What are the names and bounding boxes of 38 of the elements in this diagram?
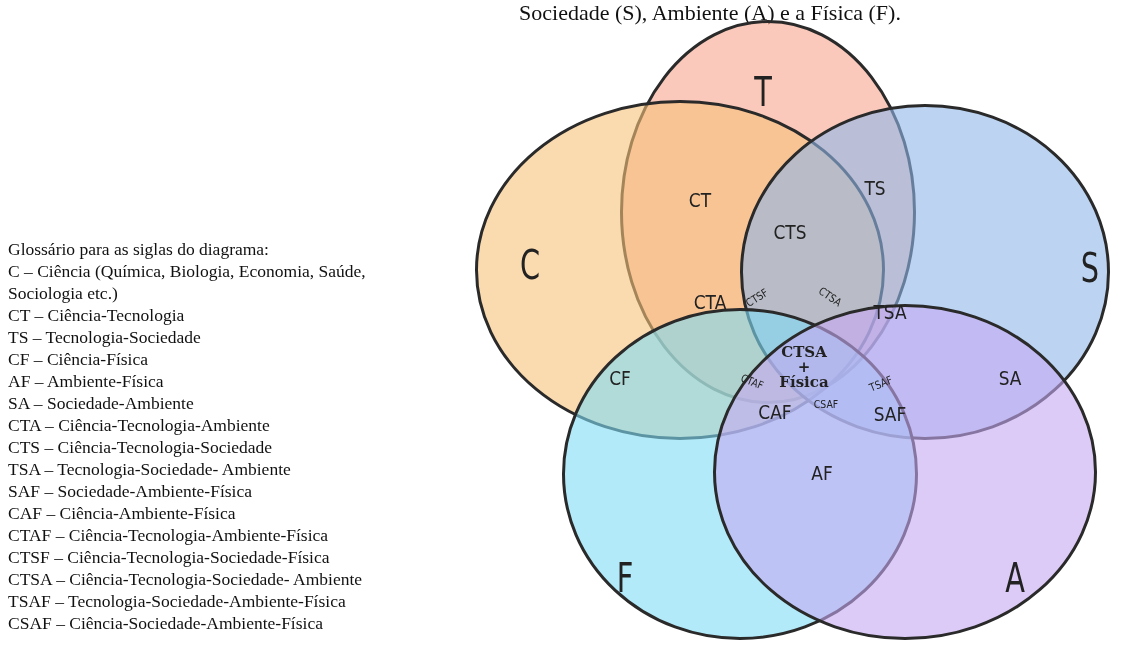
region-label: CTA — [693, 292, 727, 312]
glossary-heading: Glossário para as siglas do diagrama: — [8, 238, 270, 260]
region-label: CAF — [758, 402, 792, 422]
set-letter: F — [616, 558, 634, 598]
glossary-entry: CTS – Ciência-Tecnologia-Sociedade — [8, 436, 274, 458]
glossary-entry: SAF – Sociedade-Ambiente-Física — [8, 480, 253, 502]
glossary-entry: SA – Sociedade-Ambiente — [8, 392, 195, 414]
set-letter: S — [1080, 248, 1100, 288]
region-label: CT — [688, 190, 712, 210]
glossary-entry: AF – Ambiente-Física — [8, 370, 165, 392]
glossary-entry: CTA – Ciência-Tecnologia-Ambiente — [8, 414, 271, 436]
glossary-entry: CTAF – Ciência-Tecnologia-Ambiente-Física — [8, 524, 330, 546]
region-label: CTSF — [744, 287, 770, 309]
set-letter: C — [519, 245, 541, 285]
glossary-entry: CAF – Ciência-Ambiente-Física — [8, 502, 237, 524]
glossary-entry: TSAF – Tecnologia-Sociedade-Ambiente-Física — [8, 590, 347, 612]
glossary-entry: CTSA – Ciência-Tecnologia-Sociedade- Ambiente — [8, 568, 364, 590]
glossary-entry: TSA – Tecnologia-Sociedade- Ambiente — [8, 458, 292, 480]
glossary-entry: CSAF – Ciência-Sociedade-Ambiente-Física — [8, 612, 324, 634]
region-label: TS — [864, 178, 886, 198]
region-label: CTAF — [739, 372, 765, 392]
region-label: CTS — [773, 222, 807, 242]
region-label: AF — [811, 463, 833, 483]
region-label: CSAF — [813, 398, 839, 410]
region-label: CTSA + Física — [778, 344, 830, 390]
set-letter: T — [754, 72, 772, 112]
glossary-entry: C – Ciência (Química, Biologia, Economia, Saúde, Sociologia etc.) — [8, 260, 367, 304]
region-label: SAF — [873, 404, 907, 424]
title: Sociedade (S), Ambiente (A) e a Física (F). — [518, 0, 902, 26]
glossary-entry: CF – Ciência-Física — [8, 348, 149, 370]
region-label: TSA — [873, 302, 907, 322]
glossary-entry: TS – Tecnologia-Sociedade — [8, 326, 202, 348]
glossary-entry: CTSF – Ciência-Tecnologia-Sociedade-Física — [8, 546, 331, 568]
glossary-entry: CT – Ciência-Tecnologia — [8, 304, 186, 326]
region-label: SA — [998, 368, 1022, 388]
set-letter: A — [1005, 558, 1025, 598]
region-label: TSAF — [868, 374, 894, 394]
region-label: CF — [609, 368, 631, 388]
